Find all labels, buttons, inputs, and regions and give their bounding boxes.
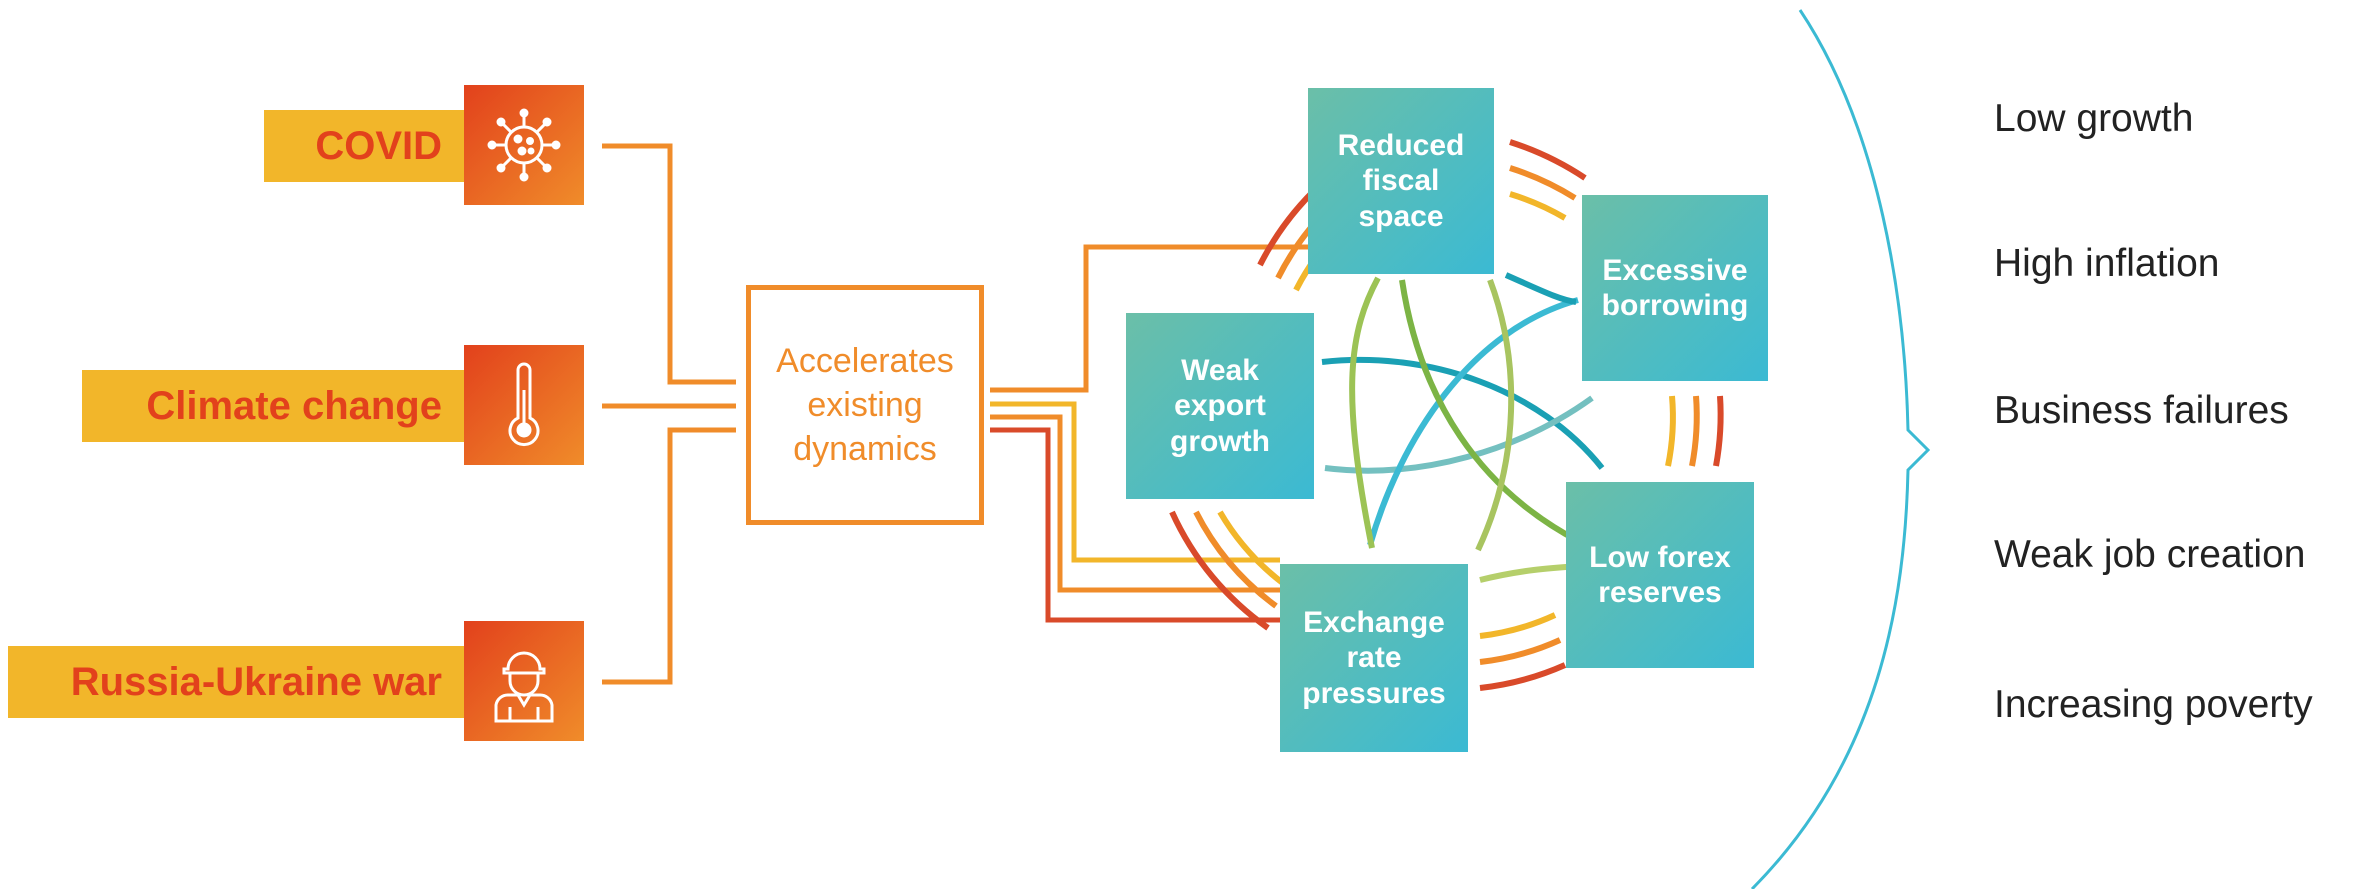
shock-label-covid-text: COVID — [315, 123, 442, 168]
shock-label-climate-text: Climate change — [146, 383, 442, 428]
connector-to-exchange-red — [990, 427, 1280, 623]
dynamic-box-low-forex-reserves: Low forex reserves — [1566, 482, 1754, 668]
circle-arcs — [1169, 139, 1724, 691]
virus-icon — [464, 85, 584, 205]
outcome-bracket — [1750, 9, 1931, 889]
dynamic-box-weak-export-growth: Weak export growth — [1126, 313, 1314, 499]
shock-label-war-text: Russia-Ukraine war — [70, 659, 442, 704]
connector-to-fiscal — [990, 244, 1308, 393]
soldier-icon — [464, 621, 584, 741]
dynamic-label: Excessive borrowing — [1601, 253, 1749, 322]
accelerator-connectors — [990, 244, 1308, 623]
dynamic-box-reduced-fiscal-space: Reduced fiscal space — [1308, 88, 1494, 274]
outcome-item: Low growth — [1994, 97, 2194, 140]
shock-connectors — [602, 143, 736, 685]
interior-curves — [1321, 272, 1605, 583]
thermometer-icon — [464, 345, 584, 465]
covid-connector — [602, 143, 736, 385]
outcome-item: Business failures — [1994, 389, 2289, 432]
outcome-item: Increasing poverty — [1994, 683, 2313, 726]
dynamic-box-exchange-rate-pressures: Exchange rate pressures — [1280, 564, 1468, 752]
connector-to-exchange-orange — [990, 414, 1280, 593]
dynamic-label: Exchange rate pressures — [1302, 606, 1446, 710]
outcome-item: Weak job creation — [1994, 533, 2306, 576]
outcome-item: High inflation — [1994, 242, 2220, 285]
dynamic-label: Reduced fiscal space — [1337, 129, 1465, 233]
war-connector — [602, 427, 736, 685]
dynamic-box-excessive-borrowing: Excessive borrowing — [1582, 195, 1768, 381]
dynamic-label: Weak export growth — [1170, 354, 1270, 458]
dynamic-label: Low forex reserves — [1589, 540, 1731, 609]
shock-label-climate: Climate change — [82, 370, 464, 442]
shock-label-covid: COVID — [264, 110, 464, 182]
accelerator-box: Accelerates existing dynamics — [746, 285, 984, 525]
accelerator-label: Accelerates existing dynamics — [776, 341, 954, 469]
shock-label-war: Russia-Ukraine war — [8, 646, 464, 718]
connector-to-exchange-yellow — [990, 401, 1280, 563]
